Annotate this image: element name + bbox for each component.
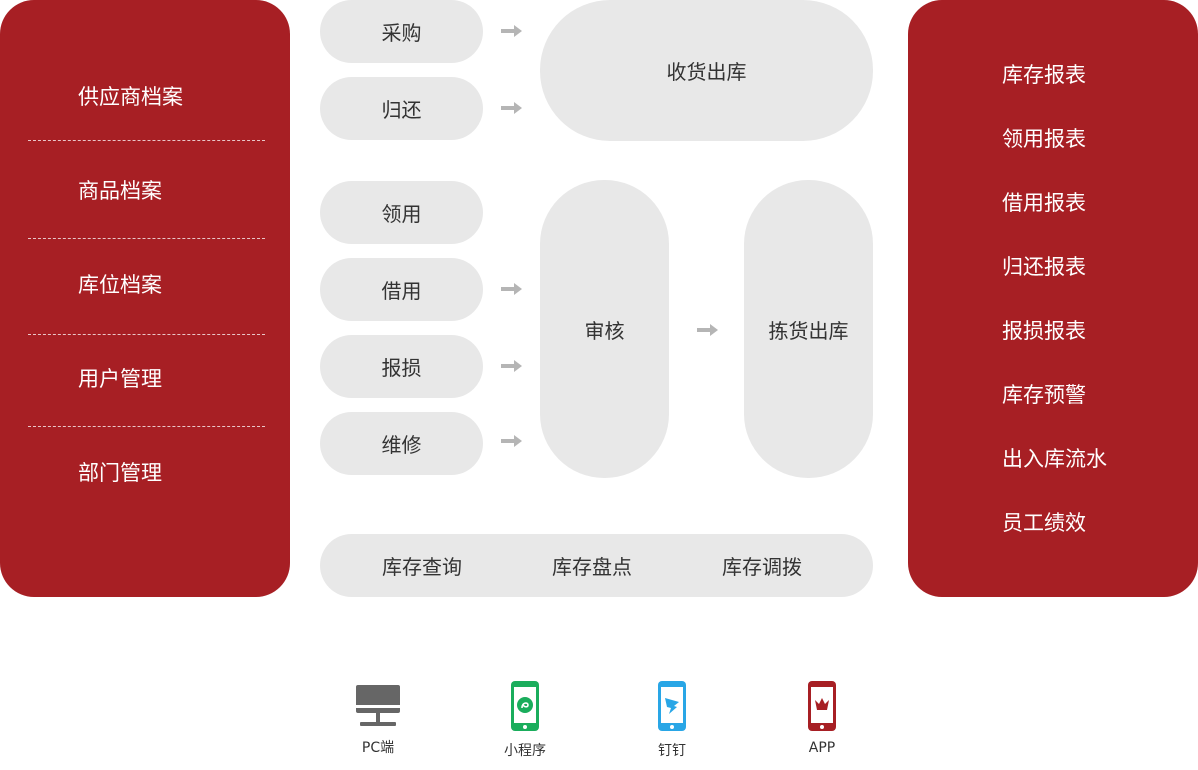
- divider: [28, 334, 265, 335]
- arrow-right-icon: [501, 25, 522, 37]
- divider: [28, 140, 265, 141]
- report-damage[interactable]: 报损报表: [1002, 319, 1086, 343]
- divider: [28, 426, 265, 427]
- divider: [28, 238, 265, 239]
- platform-label: APP: [808, 740, 836, 756]
- mini-program-phone-icon: [511, 681, 539, 731]
- flow-input-borrow[interactable]: 借用: [320, 258, 483, 321]
- master-data-panel: 供应商档案 商品档案 库位档案 用户管理 部门管理: [0, 0, 290, 597]
- platform-mini-program[interactable]: 小程序: [485, 680, 565, 760]
- report-in-out-flow[interactable]: 出入库流水: [1002, 447, 1107, 471]
- arrow-right-icon: [501, 102, 522, 114]
- inventory-count[interactable]: 库存盘点: [552, 555, 632, 579]
- left-item-product[interactable]: 商品档案: [78, 179, 162, 203]
- reports-panel: 库存报表 领用报表 借用报表 归还报表 报损报表 库存预警 出入库流水 员工绩效: [908, 0, 1198, 597]
- flow-node-review[interactable]: 审核: [540, 180, 669, 478]
- flow-input-return[interactable]: 归还: [320, 77, 483, 140]
- arrow-right-icon: [501, 360, 522, 372]
- left-item-supplier[interactable]: 供应商档案: [78, 85, 183, 109]
- left-item-user[interactable]: 用户管理: [78, 367, 162, 391]
- flow-input-damage[interactable]: 报损: [320, 335, 483, 398]
- flow-node-pick[interactable]: 拣货出库: [744, 180, 873, 478]
- platform-label: 小程序: [504, 743, 546, 759]
- report-inventory[interactable]: 库存报表: [1002, 63, 1086, 87]
- flow-input-purchase[interactable]: 采购: [320, 0, 483, 63]
- arrow-right-icon: [501, 435, 522, 447]
- arrow-right-icon: [501, 283, 522, 295]
- report-return[interactable]: 归还报表: [1002, 255, 1086, 279]
- report-requisition[interactable]: 领用报表: [1002, 127, 1086, 151]
- dingtalk-phone-icon: [658, 681, 686, 731]
- report-borrow[interactable]: 借用报表: [1002, 191, 1086, 215]
- app-phone-icon: [808, 681, 836, 731]
- flow-node-receive[interactable]: 收货出库: [540, 0, 873, 141]
- report-stock-alert[interactable]: 库存预警: [1002, 383, 1086, 407]
- platform-label: PC端: [361, 740, 395, 756]
- platform-pc[interactable]: PC端: [338, 683, 418, 757]
- platform-label: 钉钉: [658, 743, 686, 759]
- pc-monitor-icon: [356, 685, 400, 726]
- platform-dingtalk[interactable]: 钉钉: [632, 680, 712, 760]
- platform-app[interactable]: APP: [782, 680, 862, 756]
- report-staff-performance[interactable]: 员工绩效: [1002, 511, 1086, 535]
- inventory-transfer[interactable]: 库存调拨: [722, 555, 802, 579]
- flow-input-requisition[interactable]: 领用: [320, 181, 483, 244]
- left-item-location[interactable]: 库位档案: [78, 273, 162, 297]
- inventory-ops-bar: 库存查询 库存盘点 库存调拨: [320, 534, 873, 597]
- arrow-right-icon: [697, 324, 718, 336]
- flow-input-repair[interactable]: 维修: [320, 412, 483, 475]
- inventory-query[interactable]: 库存查询: [382, 555, 462, 579]
- left-item-department[interactable]: 部门管理: [78, 461, 162, 485]
